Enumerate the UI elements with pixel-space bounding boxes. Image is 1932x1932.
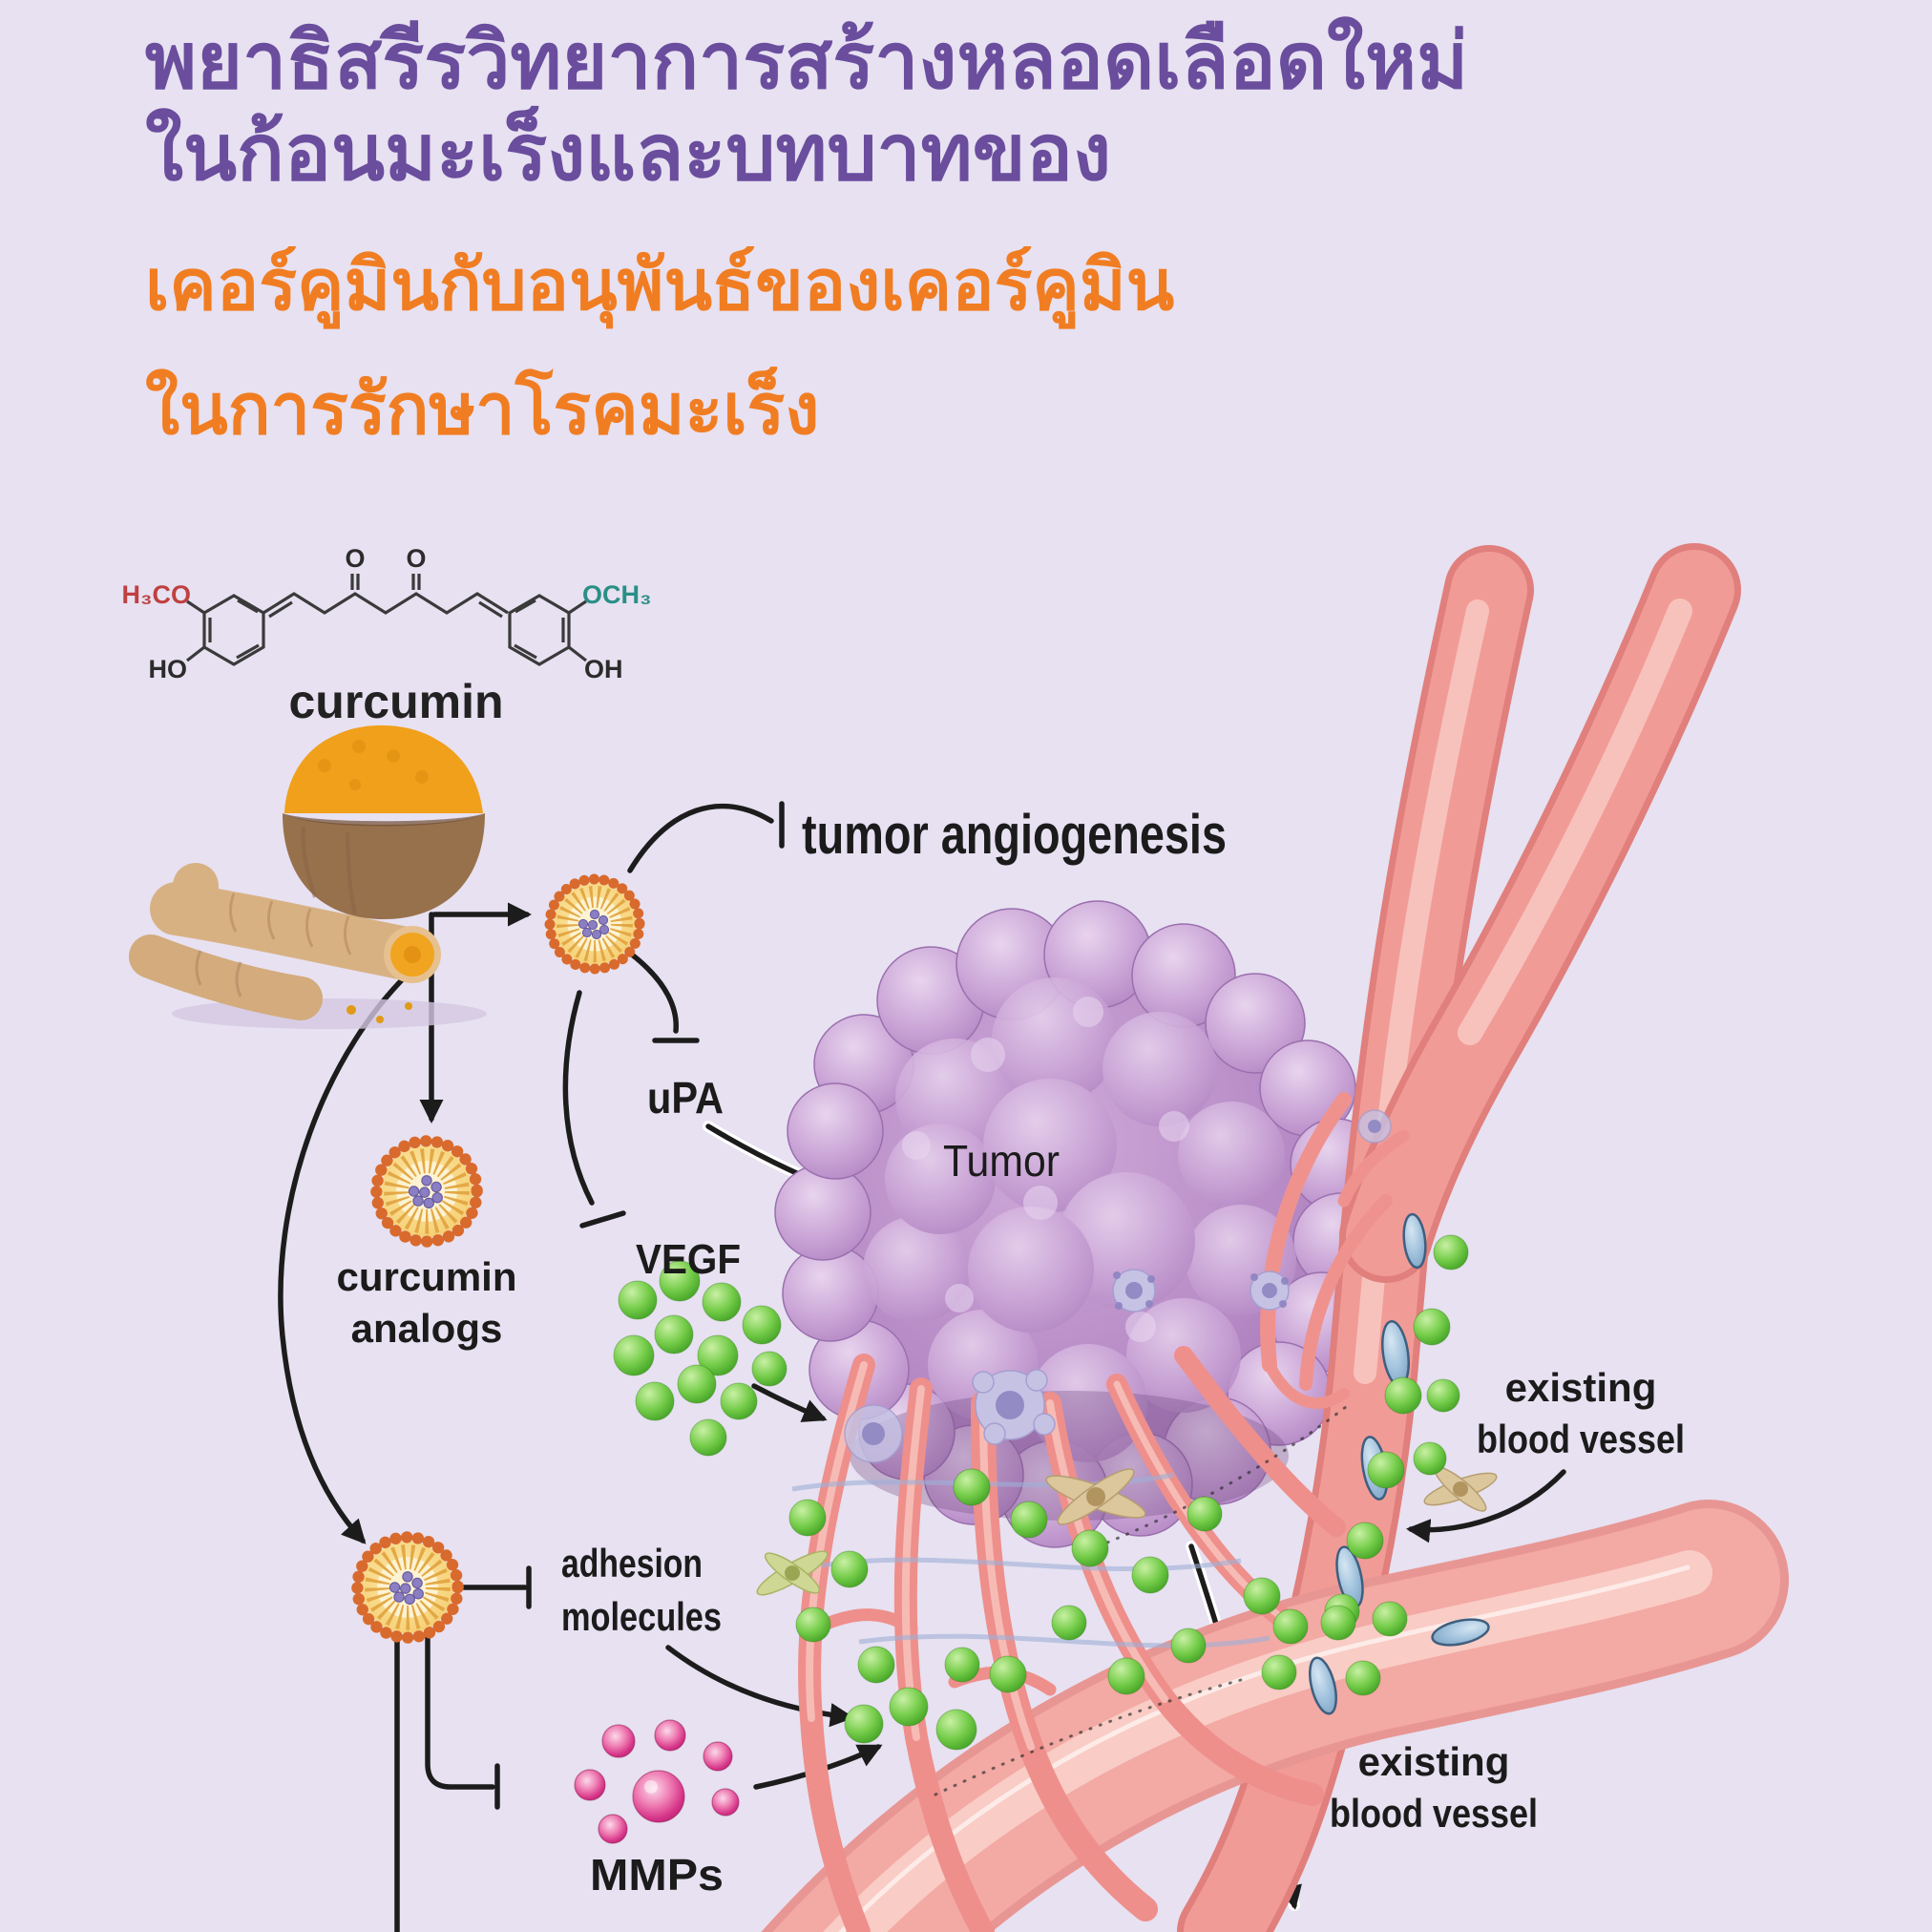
curcumin-structure [186,574,587,666]
liposome-curcumin-2 [357,1537,457,1637]
molecule-label-o2: O [406,544,426,573]
molecule-label-oh: OH [584,655,623,683]
stromal-cells [756,1109,1498,1796]
mmps-cluster [574,1719,740,1844]
molecule-label-o1: O [345,544,365,573]
label-existing-vessel-upper-line2: blood vessel [1477,1417,1685,1461]
molecule-label-ho: HO [149,655,188,683]
label-adhesion-line2: molecules [561,1594,722,1639]
molecule-label-och3: OCH₃ [582,580,651,609]
page-subtitle-line1: เคอร์คูมินกับอนุพันธ์ของเคอร์คูมิน [145,245,1175,325]
diagram-labels: tumor angiogenesis uPA VEGF Tumor curcum… [336,804,1685,1900]
label-existing-vessel-lower-line2: blood vessel [1330,1791,1538,1836]
label-tumor-angiogenesis: tumor angiogenesis [802,804,1227,866]
page-title-line2: ในก้อนมะเร็งและบทบาทของ [145,110,1111,197]
molecule-name: curcumin [288,675,503,728]
label-mmps: MMPs [590,1850,724,1900]
liposome-curcumin-analogs [376,1141,476,1241]
liposome-curcumin-1 [550,879,640,969]
page-title-line1: พยาธิสรีรวิทยาการสร้างหลอดเลือดใหม่ [145,18,1469,105]
label-curcumin-analogs-line1: curcumin [336,1254,516,1299]
endothelial-cells [1309,1212,1490,1715]
label-upa: uPA [647,1073,724,1123]
label-vegf: VEGF [636,1236,741,1283]
label-tumor: Tumor [943,1136,1060,1186]
molecule-label-h3co: H₃CO [122,580,191,609]
label-existing-vessel-lower-line1: existing [1358,1739,1510,1784]
label-curcumin-analogs-line2: analogs [351,1306,503,1351]
immune-cells [844,1109,1392,1463]
label-existing-vessel-upper-line1: existing [1505,1365,1657,1410]
vegf-molecules [613,1234,1469,1751]
label-adhesion-line1: adhesion [561,1541,703,1586]
page-subtitle-line2: ในการรักษาโรคมะเร็ง [145,369,820,449]
turmeric-image [129,724,487,1029]
